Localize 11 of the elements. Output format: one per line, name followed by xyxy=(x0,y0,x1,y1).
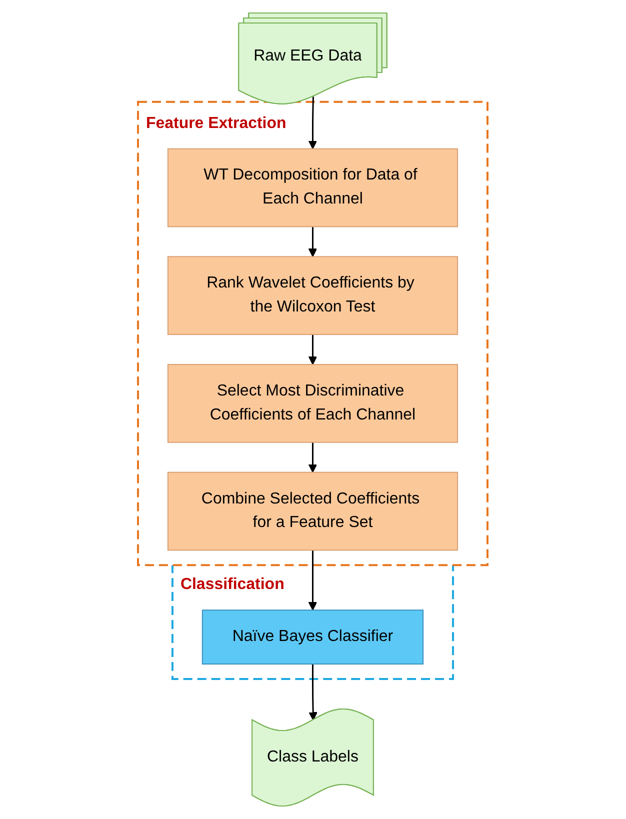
node-box: Combine Selected Coefficients for a Feature Set xyxy=(168,472,458,551)
arrow xyxy=(308,226,318,258)
arrow xyxy=(308,550,318,611)
node-box: Naïve Bayes Classifier xyxy=(202,610,424,665)
arrow xyxy=(308,96,318,150)
arrow xyxy=(308,334,318,365)
node-box: WT Decomposition for Data of Each Channel xyxy=(168,148,458,228)
node-box: Rank Wavelet Coefficients by the Wilcoxon Test xyxy=(168,256,458,336)
node-box: Select Most Discriminative Coefficients of Each Channel xyxy=(168,364,458,443)
arrow xyxy=(308,442,318,473)
arrow xyxy=(308,664,318,721)
